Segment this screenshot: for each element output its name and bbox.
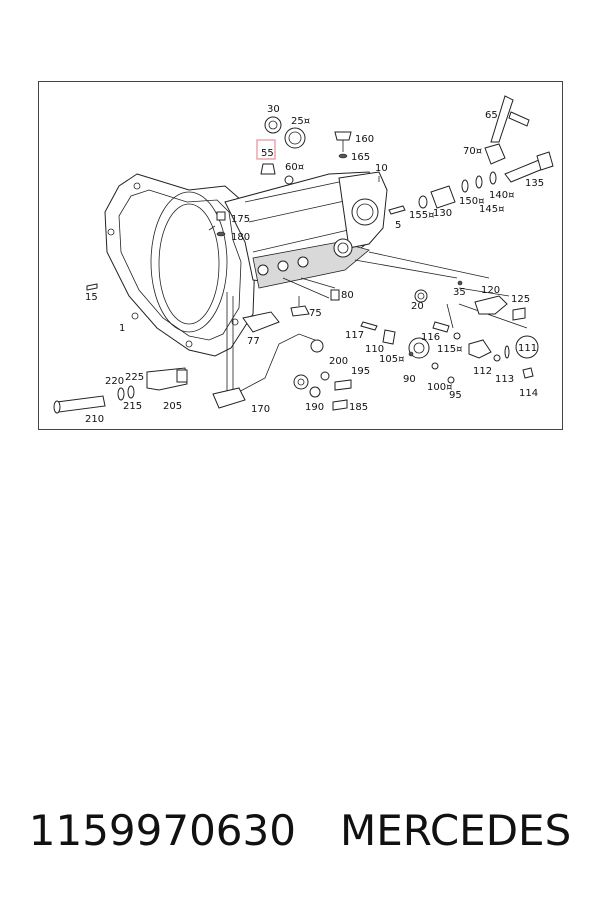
callout-185: 185 — [349, 402, 368, 413]
parts-diagram: 1 5 10 15 20 25¤ 30 35 55 60¤ 65 70¤ 75 … — [38, 81, 563, 430]
callout-165: 165 — [351, 152, 370, 163]
callout-115: 115¤ — [437, 344, 462, 355]
plug-75 — [290, 305, 310, 317]
sensor-130 — [430, 185, 456, 209]
callout-135: 135 — [525, 178, 544, 189]
callout-5: 5 — [395, 220, 401, 231]
callout-labels: 1 5 10 15 20 25¤ 30 35 55 60¤ 65 70¤ 75 … — [85, 104, 544, 425]
part-number: 1159970630 — [28, 805, 296, 855]
callout-111: 111 — [518, 343, 537, 354]
callout-195: 195 — [351, 366, 370, 377]
callout-75: 75 — [309, 308, 322, 319]
transmission-exploded-view — [53, 95, 554, 414]
callout-77: 77 — [247, 336, 260, 347]
vent-160 — [334, 131, 352, 141]
callout-220: 220 — [105, 376, 124, 387]
plug-55 — [260, 163, 276, 175]
callout-60: 60¤ — [285, 162, 304, 173]
callout-15: 15 — [85, 292, 98, 303]
bearing-90 — [408, 337, 430, 359]
callout-25: 25¤ — [291, 116, 310, 127]
callout-150: 150¤ — [459, 196, 484, 207]
seal-30 — [264, 116, 282, 134]
filter-77 — [242, 311, 280, 333]
valve-112 — [468, 339, 492, 359]
callout-155: 155¤ — [409, 210, 434, 221]
ring-25 — [284, 127, 306, 149]
oil-line-170 — [226, 292, 234, 392]
callout-140: 140¤ — [489, 190, 514, 201]
callout-170: 170 — [251, 404, 270, 415]
callout-145: 145¤ — [479, 204, 504, 215]
callout-55: 55 — [261, 148, 274, 159]
pin-5 — [388, 205, 406, 215]
callout-116: 116 — [421, 332, 440, 343]
callout-117: 117 — [345, 330, 364, 341]
callout-112: 112 — [473, 366, 492, 377]
callout-100: 100¤ — [427, 382, 452, 393]
callout-114: 114 — [519, 388, 538, 399]
callout-160: 160 — [355, 134, 374, 145]
callout-20: 20 — [411, 301, 424, 312]
block-170 — [212, 387, 246, 409]
joint-70 — [484, 143, 506, 165]
bolt-125 — [512, 307, 526, 321]
caption: 1159970630 MERCEDES — [0, 800, 600, 860]
callout-110: 110 — [365, 344, 384, 355]
callout-111-circle — [515, 335, 539, 359]
highlight-box-55 — [256, 139, 276, 160]
callout-80: 80 — [341, 290, 354, 301]
callout-1: 1 — [119, 323, 125, 334]
callout-225: 225 — [125, 372, 144, 383]
callout-65: 65 — [485, 110, 498, 121]
washer-20 — [414, 289, 428, 303]
pin-15 — [86, 283, 98, 291]
callout-175: 175 — [231, 214, 250, 225]
callout-215: 215 — [123, 401, 142, 412]
bolt-185 — [332, 399, 348, 411]
bracket-120 — [474, 295, 508, 315]
callout-90: 90 — [403, 374, 416, 385]
bolt-175 — [216, 211, 226, 221]
callout-70: 70¤ — [463, 146, 482, 157]
callout-180: 180 — [231, 232, 250, 243]
callout-210: 210 — [85, 414, 104, 425]
plug-80 — [330, 289, 340, 301]
callout-190: 190 — [305, 402, 324, 413]
callout-125: 125 — [511, 294, 530, 305]
bolt-117 — [360, 321, 378, 331]
callout-30: 30 — [267, 104, 280, 115]
callout-35: 35 — [453, 287, 466, 298]
callout-200: 200 — [329, 356, 348, 367]
callout-113: 113 — [495, 374, 514, 385]
callout-120: 120 — [481, 285, 500, 296]
lever-65 — [490, 95, 514, 143]
callout-105: 105¤ — [379, 354, 404, 365]
bolt-110 — [382, 329, 396, 345]
callout-10: 10 — [375, 163, 388, 174]
callout-95: 95 — [449, 390, 462, 401]
bolt-116 — [432, 321, 450, 333]
callout-205: 205 — [163, 401, 182, 412]
callout-130: 130 — [433, 208, 452, 219]
bolt-195 — [334, 379, 352, 391]
brand-name: MERCEDES — [339, 805, 572, 855]
